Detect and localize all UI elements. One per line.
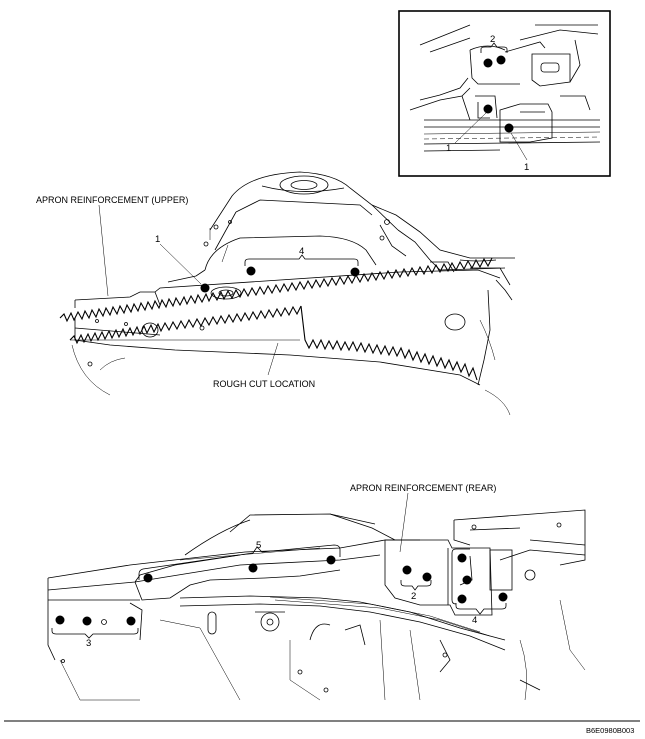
label-apron-reinforcement-rear: APRON REINFORCEMENT (REAR): [350, 483, 496, 493]
lower-spot-weld-5: [422, 572, 432, 582]
lower-cut-line: [69, 305, 302, 345]
upper-assembly: APRON REINFORCEMENT (UPPER) 1 4 ROUGH CU…: [36, 171, 515, 416]
lower-spot-weld-11: [82, 616, 92, 626]
label-rough-cut-location: ROUGH CUT LOCATION: [213, 379, 315, 389]
lower-spot-weld-12: [126, 616, 136, 626]
lower-spot-weld-2: [248, 563, 258, 573]
inset-detail: 2 1 1: [398, 10, 611, 177]
lower-callout-3: 3: [86, 638, 91, 649]
lower-callout-5: 5: [256, 540, 261, 551]
inset-callout-1a: 1: [446, 143, 451, 154]
inset-callout-1b: 1: [524, 162, 529, 173]
inset-spot-weld-4: [504, 123, 514, 133]
lower-callout-4: 4: [472, 615, 477, 626]
label-apron-reinforcement-upper: APRON REINFORCEMENT (UPPER): [36, 195, 188, 205]
inset-spot-weld-1: [483, 58, 493, 68]
inset-frame: [398, 10, 611, 177]
lower-spot-weld-6: [457, 553, 467, 563]
lower-spot-weld-3: [326, 555, 336, 565]
upper-callout-1: 1: [155, 234, 160, 245]
inset-spot-weld-3: [483, 104, 493, 114]
upper-spot-weld-2: [246, 266, 256, 276]
inset-callout-2: 2: [490, 34, 495, 45]
lower-assembly: APRON REINFORCEMENT (REAR) 5 2 4 3: [47, 483, 586, 701]
inset-spot-weld-2: [496, 55, 506, 65]
lower-spot-weld-8: [457, 594, 467, 604]
figure-code: B6E0980B003: [586, 726, 634, 735]
lower-spot-weld-4: [402, 565, 412, 575]
upper-callout-4: 4: [299, 246, 304, 257]
upper-spot-weld-3: [350, 267, 360, 277]
lower-callout-2: 2: [411, 591, 416, 602]
lower-spot-weld-10: [55, 615, 65, 625]
upper-spot-weld-1: [200, 283, 210, 293]
lower-spot-weld-1: [143, 573, 153, 583]
lower-spot-weld-9: [498, 592, 508, 602]
lower-spot-weld-7: [462, 575, 472, 585]
upper-cut-line: [59, 257, 493, 323]
